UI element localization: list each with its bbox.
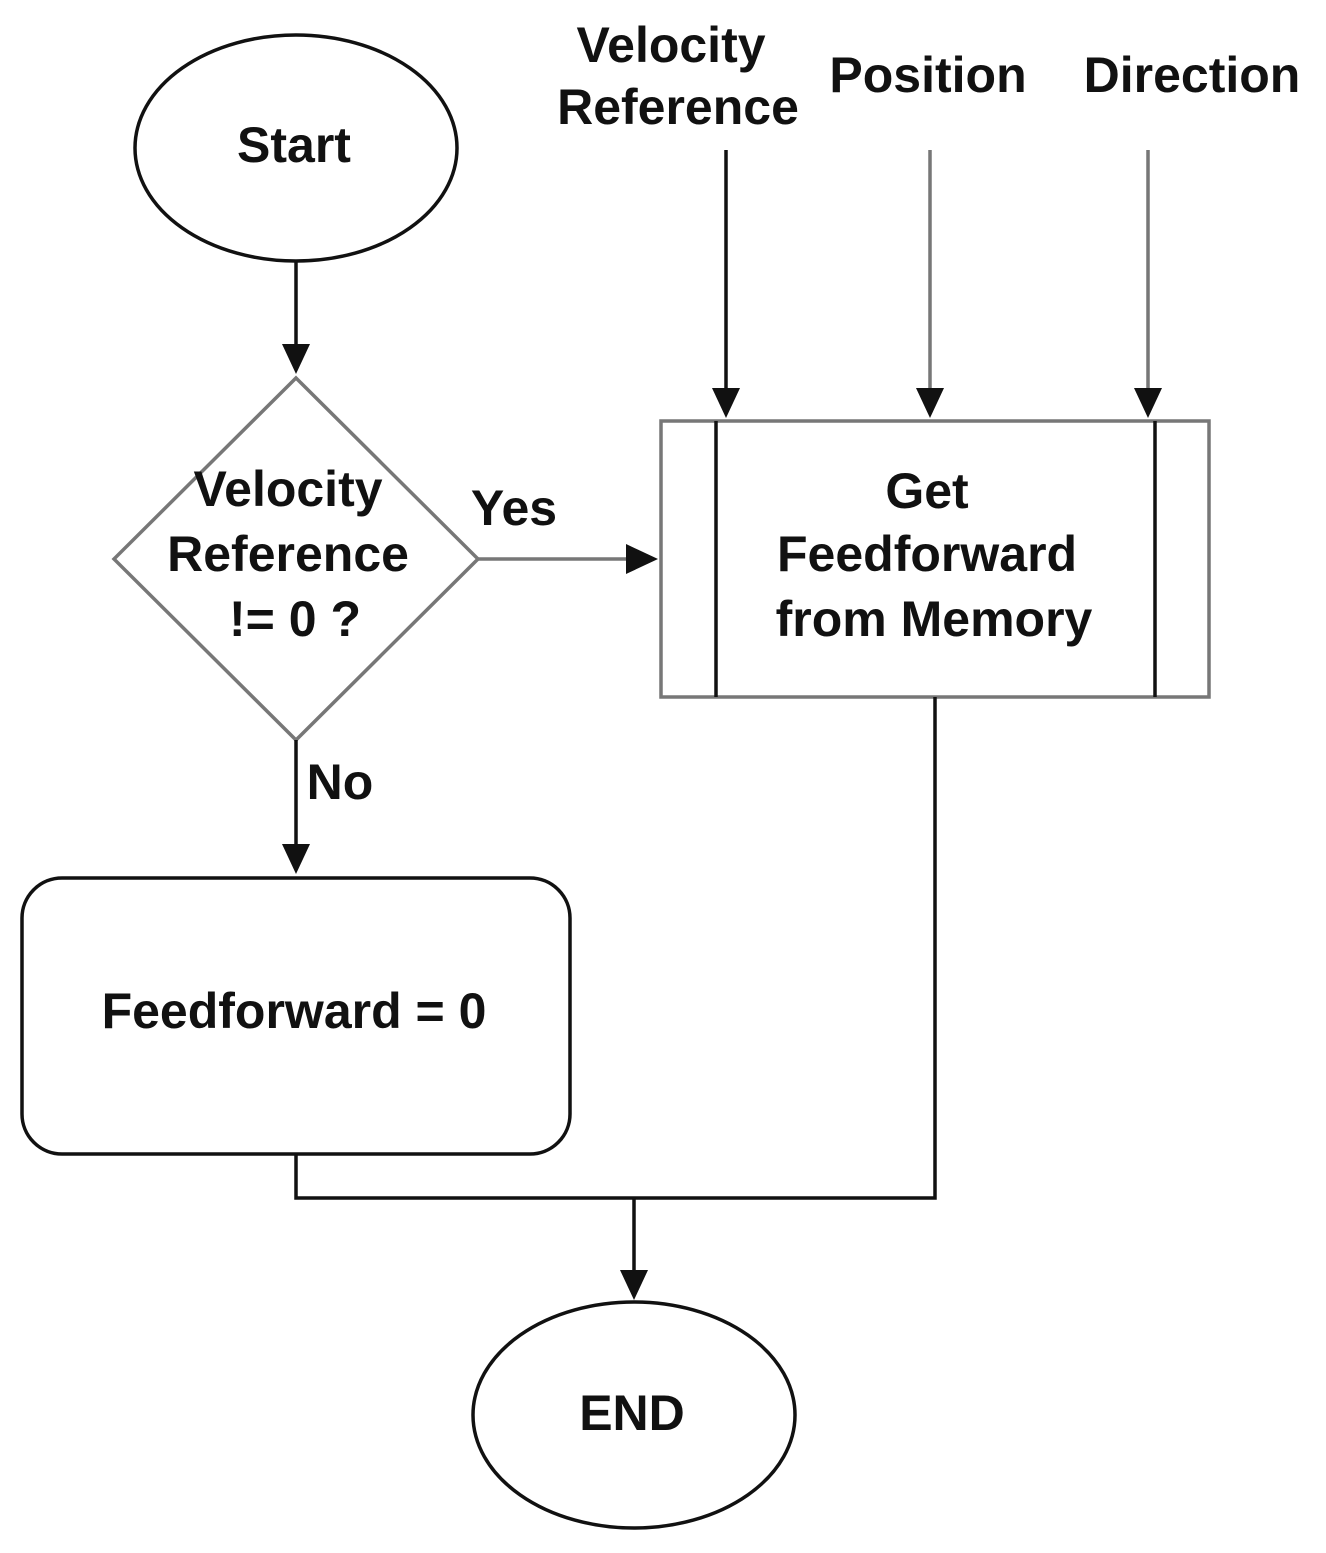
decision-line-3: != 0 ? xyxy=(229,591,361,647)
no-label: No xyxy=(307,754,374,810)
end-node: END xyxy=(471,1300,797,1530)
decision-label: Velocity Reference != 0 ? xyxy=(167,461,423,647)
get-feedforward-process-node: Get Feedforward from Memory xyxy=(659,419,1211,699)
position-input-arrow xyxy=(916,150,944,418)
position-input-label: Position xyxy=(829,47,1026,103)
decision-node: Velocity Reference != 0 ? xyxy=(111,375,481,743)
decision-line-2: Reference xyxy=(167,526,409,582)
direction-input-label: Direction xyxy=(1084,47,1301,103)
yes-arrow: Yes xyxy=(471,480,658,574)
feedforward-zero-node: Feedforward = 0 xyxy=(20,876,572,1156)
process-line-2: Feedforward xyxy=(777,526,1077,582)
velocity-reference-input-label: Velocity Reference xyxy=(557,17,799,135)
process-label: Get Feedforward from Memory xyxy=(776,463,1093,647)
no-arrow: No xyxy=(282,740,373,874)
velocity-reference-input-line-2: Reference xyxy=(557,79,799,135)
start-label: Start xyxy=(237,117,351,173)
process-line-1: Get xyxy=(885,463,969,519)
velocity-reference-input-line-1: Velocity xyxy=(577,17,766,73)
feedforward-zero-label: Feedforward = 0 xyxy=(102,983,487,1039)
process-line-3: from Memory xyxy=(776,591,1093,647)
merge-connector xyxy=(294,697,937,1300)
end-label: END xyxy=(579,1385,685,1441)
direction-input-arrow xyxy=(1134,150,1162,418)
yes-label: Yes xyxy=(471,480,557,536)
start-node: Start xyxy=(133,33,459,263)
velocity-reference-input-arrow xyxy=(712,150,740,418)
start-to-decision-arrow xyxy=(282,262,310,374)
decision-line-1: Velocity xyxy=(194,461,383,517)
